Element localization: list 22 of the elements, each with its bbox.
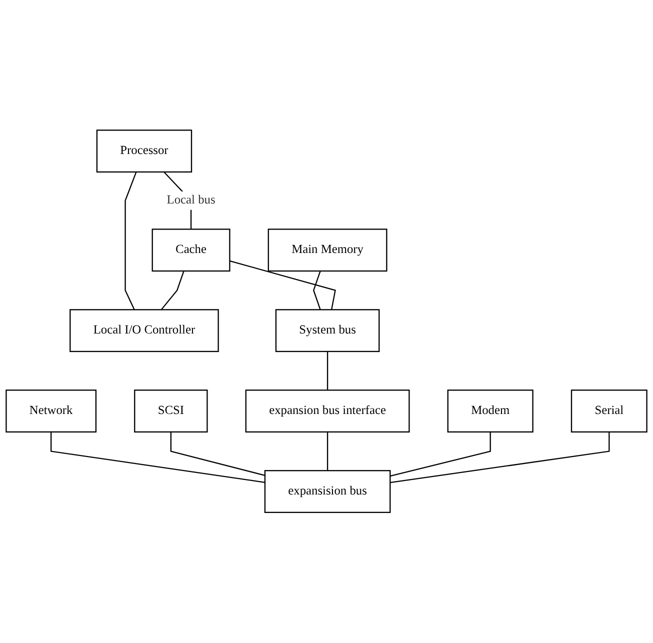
node-box: Cache [152, 228, 230, 272]
connector [230, 260, 336, 310]
node-box: Serial [570, 390, 648, 433]
node-box: SCSI [134, 390, 208, 433]
node-box: Network [6, 390, 97, 433]
connector [326, 432, 328, 471]
node-box: System bus [275, 309, 380, 352]
node-box: Local I/O Controller [70, 309, 219, 352]
connector [160, 271, 184, 310]
connector [50, 432, 266, 484]
node-box: Processor [96, 130, 192, 173]
connector [390, 432, 610, 484]
connector [326, 352, 328, 390]
node-box: Main Memory [268, 228, 388, 272]
connector [313, 271, 321, 310]
node-box: Modem [447, 390, 534, 433]
connector [124, 172, 137, 310]
connector [170, 432, 266, 476]
node-box: expansision bus [264, 470, 391, 514]
edge-label: Local bus [166, 194, 216, 207]
connector [390, 432, 491, 477]
node-box: expansion bus interface [245, 390, 410, 433]
